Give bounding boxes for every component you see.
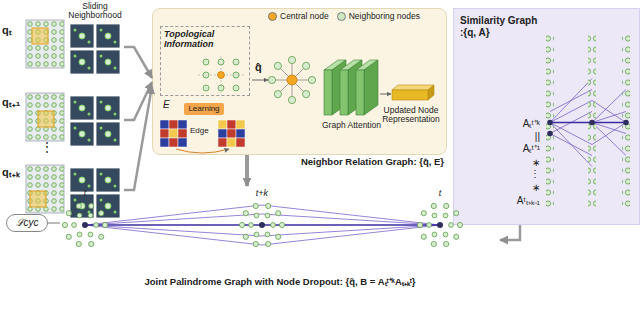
matrix-label: Aₜᵗ⁺ᵏ xyxy=(498,118,540,129)
connector-path xyxy=(124,47,152,78)
legend-item: Central node xyxy=(268,11,329,21)
node-text: Topological Information xyxy=(164,29,246,50)
part-label: Updated Node Representation xyxy=(378,106,444,125)
matrix-label: ∗ xyxy=(498,182,540,193)
connector-path xyxy=(124,86,152,190)
node-text: Similarity Graph :{q, A} xyxy=(460,15,540,39)
node-text: Learning xyxy=(188,105,219,113)
part-label: Edge xyxy=(190,127,209,136)
matrix-label: Aᵗₜ₊ₖ₋₁ xyxy=(498,195,540,206)
connector-path xyxy=(48,223,60,224)
connector-arrow xyxy=(247,155,248,186)
time-label: t xyxy=(430,189,450,199)
node-text: ℒcyc xyxy=(16,218,39,228)
connector-arrow xyxy=(124,47,152,190)
loss-oval: ℒcyc xyxy=(6,214,48,232)
ellipsis: ⋮ xyxy=(41,141,53,154)
symbol-label: q̂ xyxy=(255,61,262,73)
time-label: t xyxy=(75,189,95,199)
connector-arrow xyxy=(500,225,520,240)
node-text: Sliding Neighborhood xyxy=(66,2,124,21)
symbol-label: qₜ₊ₖ xyxy=(2,166,20,178)
learning-box: Learning xyxy=(184,103,224,115)
connector-path xyxy=(500,225,520,240)
symbol-label: E xyxy=(163,99,170,110)
connector-arrow xyxy=(48,223,60,224)
matrix-label: Aₜᵗ⁺¹ xyxy=(498,143,540,154)
legend-swatch xyxy=(337,12,346,21)
symbol-label: qₜ₊₁ xyxy=(2,96,20,108)
legend-text: Neighboring nodes xyxy=(349,11,420,21)
ellipsis: ⋮ xyxy=(498,168,540,179)
connector-path xyxy=(245,155,249,186)
symbol-label: qₜ xyxy=(2,24,12,36)
legend-item: Neighboring nodes xyxy=(337,11,420,21)
node-text: Neighbor Relation Graph: {q̂, E} xyxy=(301,156,444,167)
matrix-label: || xyxy=(498,131,540,142)
part-label: Graph Attention xyxy=(322,121,381,130)
matrix-label: ∗ xyxy=(498,157,540,168)
legend: Central node Neighboring nodes xyxy=(268,11,420,21)
node-text: Joint Palindrome Graph with Node Dropout… xyxy=(60,275,500,288)
legend-text: Central node xyxy=(280,11,329,21)
legend-swatch xyxy=(268,12,277,21)
time-label: t+k xyxy=(248,189,276,199)
